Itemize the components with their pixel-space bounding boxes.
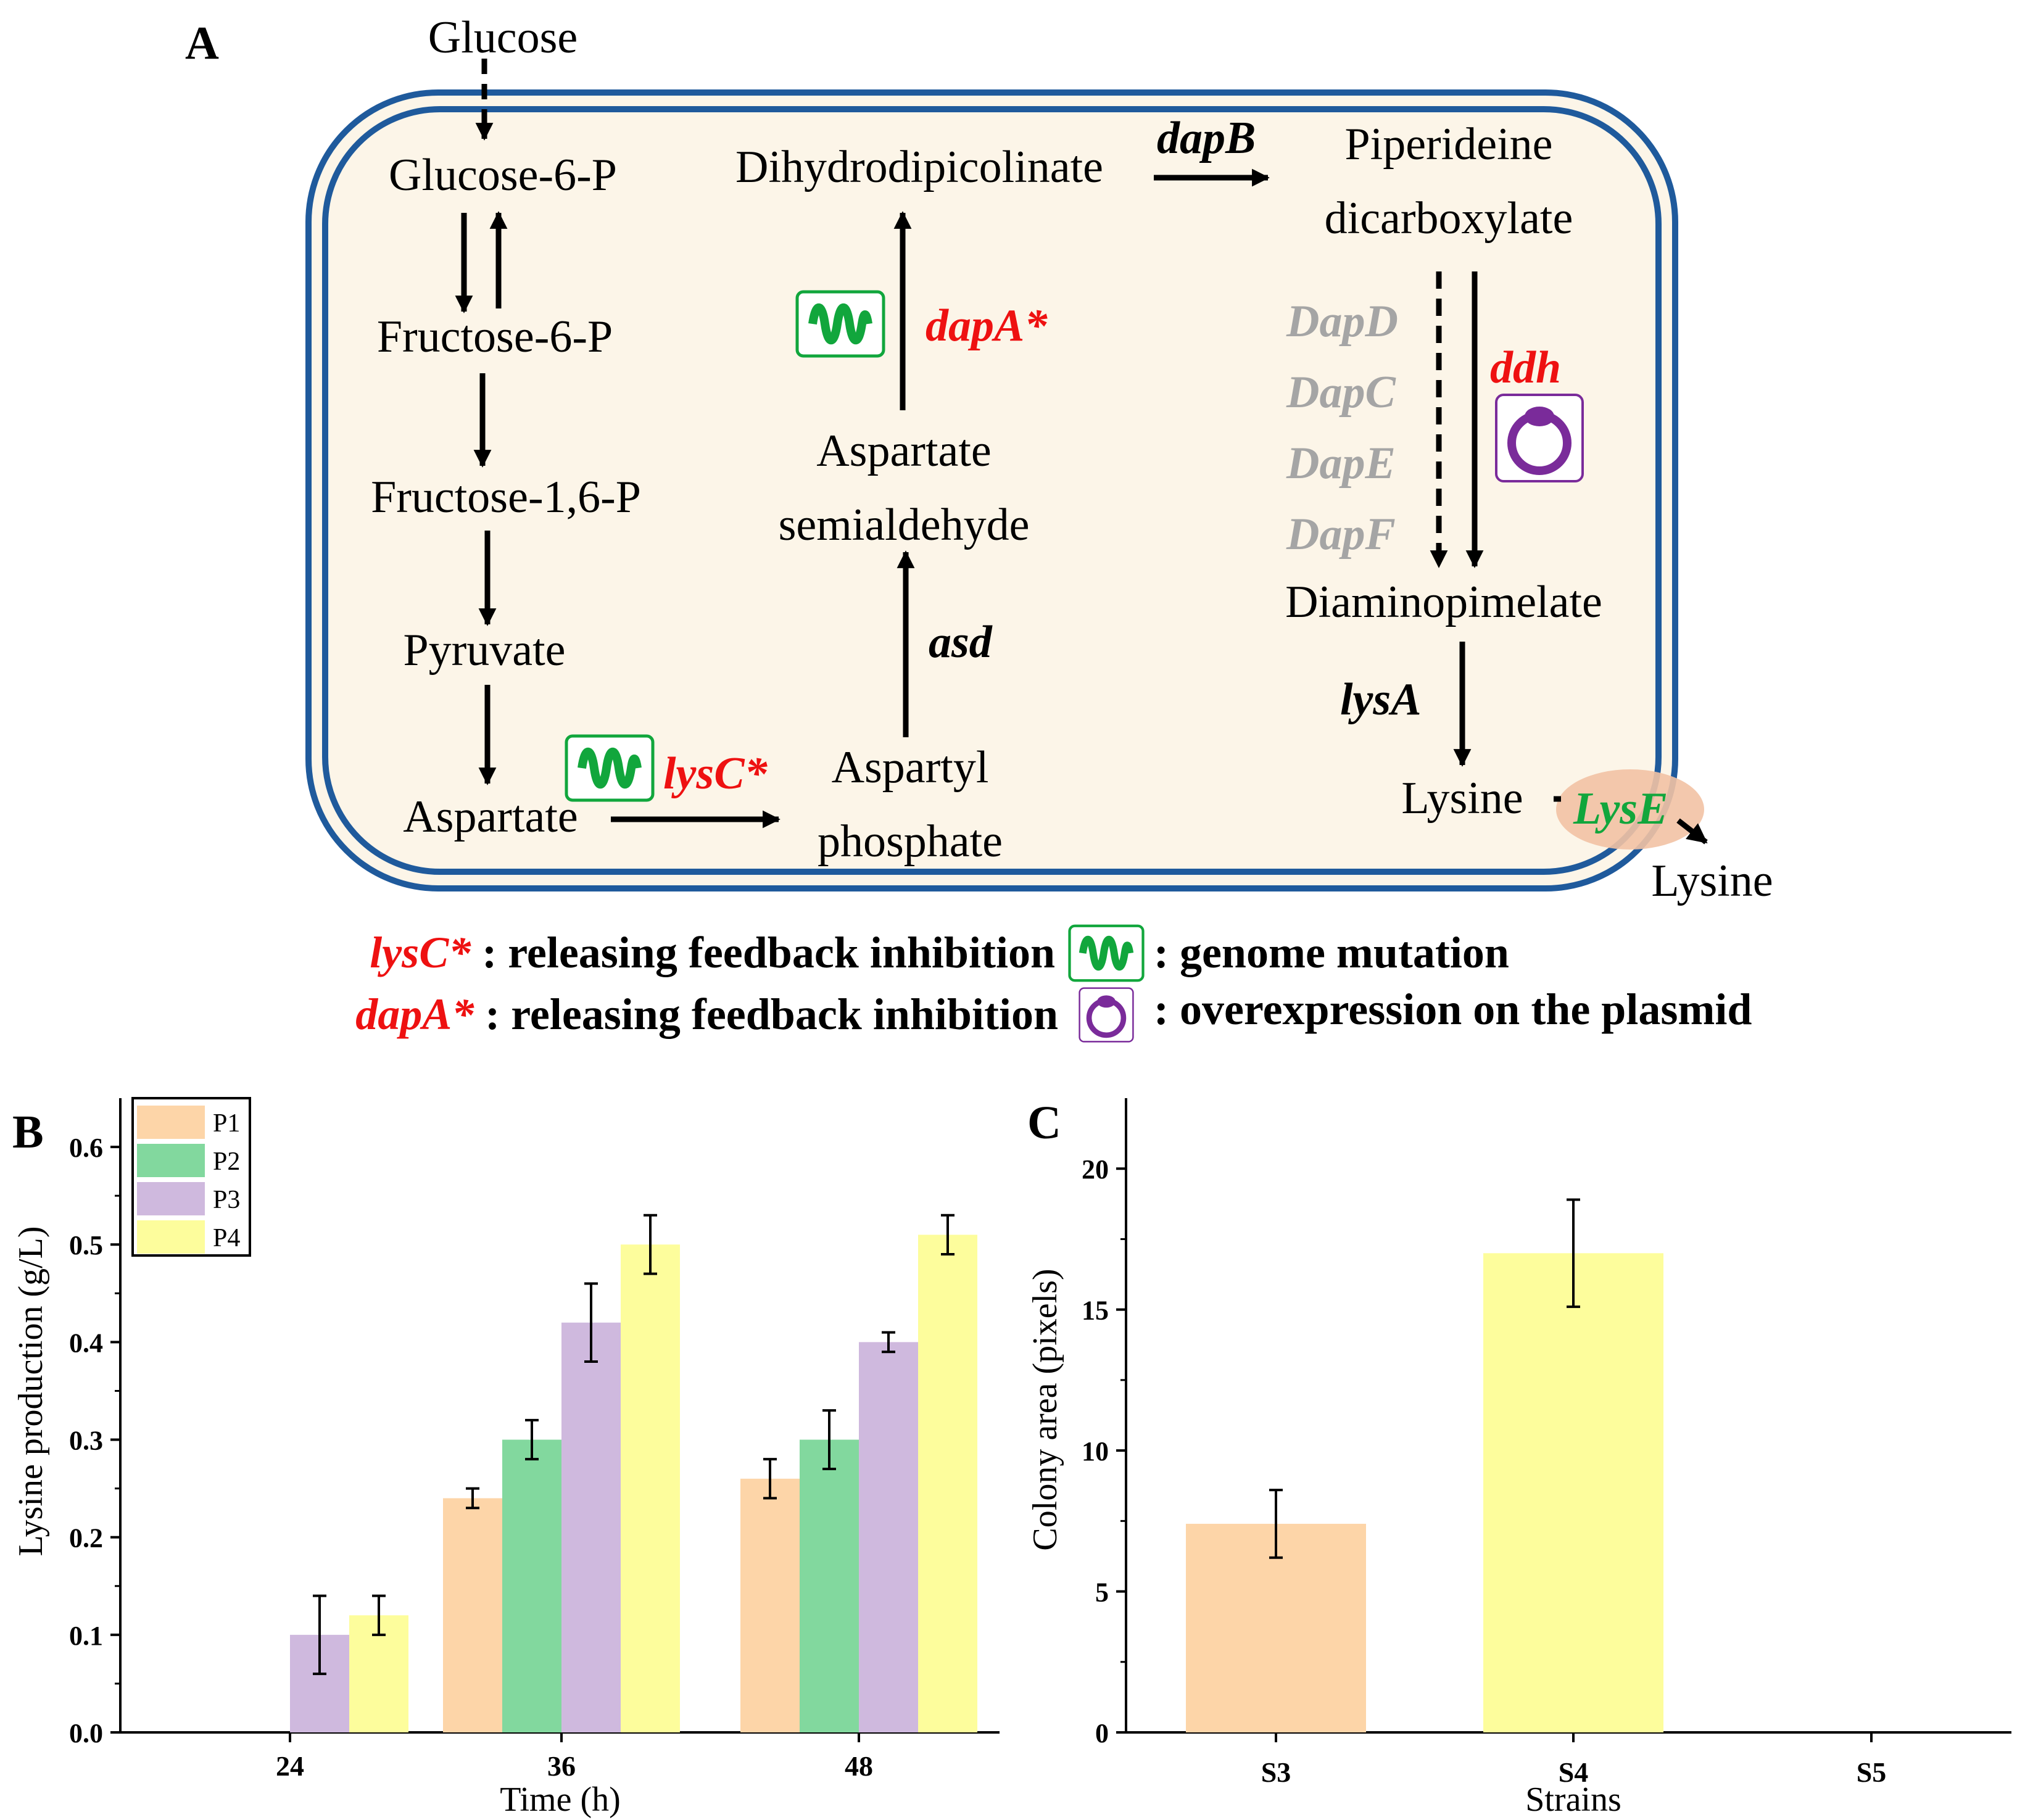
lyse-exporter	[1556, 769, 1704, 850]
legend-row1-text: : releasing feedback inhibition	[471, 928, 1055, 977]
panel-c-bar	[1483, 1253, 1663, 1732]
panel-b-xlabel: Time (h)	[500, 1781, 621, 1819]
panel-c-x-tick-label: S3	[1261, 1756, 1291, 1788]
ddh-gene-label: ddh	[1490, 342, 1561, 393]
dapb-gene-label: dapB	[1157, 113, 1256, 163]
panel-b-bar	[918, 1235, 977, 1732]
lyse-gene-label: LysE	[1573, 784, 1668, 834]
panel-b-y-tick-label: 0.1	[69, 1621, 103, 1651]
lysine-extracellular-label: Lysine	[1651, 856, 1773, 906]
panel-b-bar	[859, 1342, 918, 1732]
genome-mutation-icon-dapa	[797, 292, 884, 356]
dapc-gene-label: DapC	[1286, 367, 1396, 418]
plasmid-icon-ddh	[1496, 395, 1583, 481]
panel-b-y-tick-label: 0.4	[69, 1328, 103, 1358]
panel-b-x-tick-label: 36	[547, 1750, 576, 1782]
arrow-lysine-export-b	[1676, 818, 1708, 845]
panel-c-x-tick-label: S5	[1857, 1756, 1887, 1788]
dihydrodipicolinate-label: Dihydrodipicolinate	[735, 142, 1103, 192]
legend-row2-left: dapA* : releasing feedback inhibition	[355, 990, 1058, 1039]
panel-b-legend-swatch	[137, 1144, 205, 1177]
panel-a-legend: lysC* : releasing feedback inhibition : …	[355, 926, 1752, 1042]
piperideine-dicarboxylate-label-1: Piperideine	[1344, 119, 1552, 170]
panel-c-label: C	[1027, 1097, 1061, 1149]
aspartate-semialdehyde-label-2: semialdehyde	[779, 500, 1030, 550]
legend-row1-left: lysC* : releasing feedback inhibition	[370, 928, 1055, 977]
panel-c-x-tick-label: S4	[1559, 1756, 1589, 1788]
panel-c-ylabel: Colony area (pixels)	[1026, 1268, 1064, 1550]
panel-b-legend-label: P3	[213, 1186, 240, 1214]
panel-b-legend-label: P4	[213, 1224, 240, 1252]
panel-b-legend-swatch	[137, 1182, 205, 1215]
panel-b-label: B	[12, 1106, 44, 1158]
panel-b-y-tick-label: 0.5	[69, 1230, 103, 1260]
aspartate-semialdehyde-label-1: Aspartate	[816, 426, 992, 476]
legend-row1-icon-text: : genome mutation	[1154, 928, 1509, 977]
panel-b-y-tick-label: 0.0	[69, 1718, 103, 1748]
panel-c-y-tick-label: 5	[1095, 1578, 1109, 1608]
diaminopimelate-label: Diaminopimelate	[1285, 577, 1602, 627]
panel-b-x-tick-label: 24	[276, 1750, 304, 1782]
asd-gene-label: asd	[929, 617, 993, 668]
panel-a-label: A	[185, 17, 219, 69]
legend-dapa-gene: dapA*	[355, 990, 474, 1039]
panel-c-y-tick-label: 0	[1095, 1718, 1109, 1748]
panel-b-chart: 0.0 0.1 0.2 0.3 0.4 0.5 0.6 24 36 48	[69, 1098, 1000, 1782]
panel-b-ylabel: Lysine production (g/L)	[12, 1226, 50, 1556]
lysc-gene-label: lysC*	[663, 748, 768, 799]
glucose-6-p-label: Glucose-6-P	[389, 150, 617, 201]
dapd-gene-label: DapD	[1286, 296, 1398, 347]
panel-b-y-tick-label: 0.3	[69, 1426, 103, 1456]
panel-c-y-tick-label: 15	[1082, 1296, 1109, 1326]
panel-b-bar	[502, 1439, 561, 1732]
dapf-gene-label: DapF	[1286, 509, 1396, 560]
panel-b-bar	[800, 1439, 859, 1732]
panel-b-bar	[740, 1478, 800, 1732]
panel-c-y-tick-label: 20	[1082, 1154, 1109, 1185]
dapa-gene-label: dapA*	[926, 300, 1048, 351]
panel-b-legend-swatch	[137, 1106, 205, 1139]
pathway-arrows	[455, 59, 1708, 845]
gene-labels: lysC* asd dapA* dapB DapD DapC DapE DapF…	[663, 113, 1668, 834]
legend-row2-icon-text: : overexpression on the plasmid	[1154, 985, 1752, 1034]
legend-lysc-gene: lysC*	[370, 928, 471, 977]
panel-b-y-tick-label: 0.2	[69, 1523, 103, 1553]
aspartate-label: Aspartate	[403, 792, 578, 842]
aspartyl-phosphate-label-1: Aspartyl	[832, 742, 989, 793]
cell-outer-membrane	[305, 89, 1678, 891]
aspartyl-phosphate-label-2: phosphate	[818, 816, 1003, 867]
legend-row2-text: : releasing feedback inhibition	[474, 990, 1058, 1039]
panel-b-legend-label: P2	[213, 1148, 240, 1176]
lysine-intracellular-label: Lysine	[1401, 773, 1523, 824]
panel-b-bar	[443, 1498, 502, 1732]
lysa-gene-label: lysA	[1340, 674, 1422, 725]
metabolite-labels: Glucose Glucose-6-P Fructose-6-P Fructos…	[371, 12, 1773, 906]
pyruvate-label: Pyruvate	[403, 625, 565, 676]
panel-b-legend-swatch	[137, 1220, 205, 1254]
fructose-1-6-p-label: Fructose-1,6-P	[371, 472, 641, 523]
legend-mutation-icon	[1070, 926, 1143, 980]
panel-b-bar	[621, 1244, 680, 1732]
panel-b-y-tick-label: 0.6	[69, 1133, 103, 1163]
dape-gene-label: DapE	[1286, 438, 1396, 489]
panel-b-x-tick-label: 48	[845, 1750, 873, 1782]
fructose-6-p-label: Fructose-6-P	[377, 312, 613, 362]
panel-c-y-tick-label: 10	[1082, 1436, 1109, 1466]
piperideine-dicarboxylate-label-2: dicarboxylate	[1325, 193, 1573, 244]
genome-mutation-icon-lysc	[566, 736, 653, 800]
legend-plasmid-icon	[1080, 988, 1133, 1042]
cell-inner-membrane	[322, 106, 1662, 875]
panel-c-xlabel: Strains	[1525, 1781, 1621, 1819]
panel-a: A Glucose Glucose-6-P F	[185, 12, 1773, 1041]
glucose-label: Glucose	[428, 12, 578, 63]
panel-b-bar	[561, 1322, 621, 1732]
panel-b-legend-label: P1	[213, 1109, 240, 1138]
